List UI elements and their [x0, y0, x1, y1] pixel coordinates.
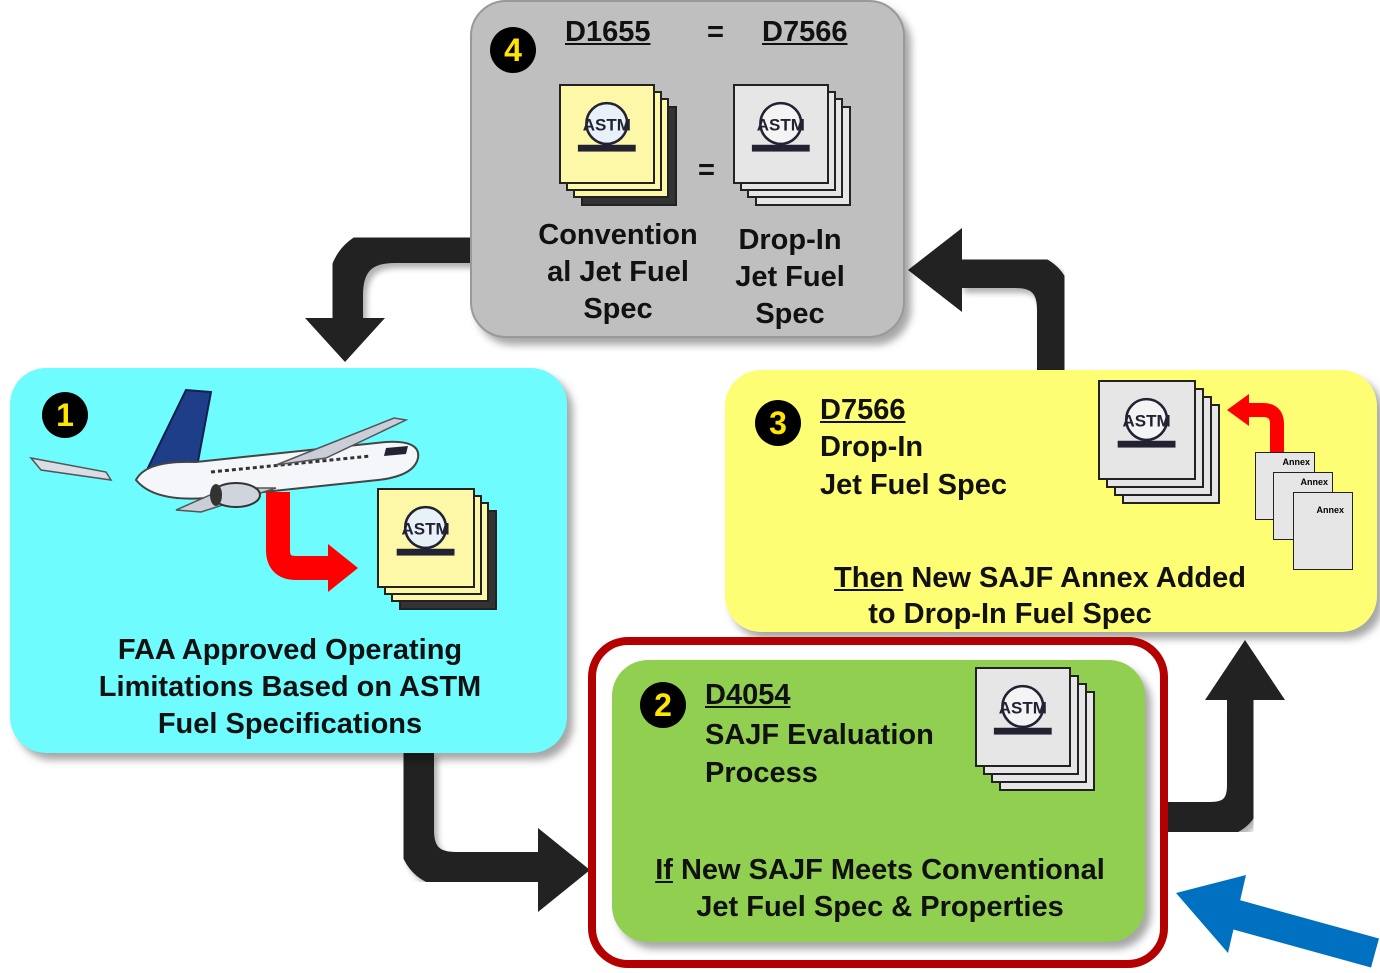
- drop-in-spec-document-icon: ASTM: [733, 84, 858, 209]
- step-3-line2: Jet Fuel Spec: [820, 469, 1007, 501]
- step-2-line2: Process: [705, 757, 818, 789]
- step-4-doc-equals: =: [698, 154, 715, 186]
- arrowhead-4-to-1: [305, 318, 385, 362]
- annex-label: Annex: [1316, 505, 1344, 515]
- step-3-line4: to Drop-In Fuel Spec: [868, 598, 1152, 630]
- step-2-if-line: If New SAJF Meets Conventional: [620, 852, 1140, 889]
- annex-label: Annex: [1300, 477, 1328, 487]
- step-1-label-line: Limitations Based on ASTM: [98, 671, 482, 703]
- astm-spec-document-icon: ASTM: [377, 488, 507, 616]
- step-4-left-label-line: Convention: [538, 219, 698, 251]
- step-4-right-label-line: Jet Fuel: [735, 261, 845, 293]
- astm-logo-icon: ASTM: [578, 101, 636, 152]
- blue-pointer-arrow-icon: [1176, 875, 1379, 968]
- step-1-label: FAA Approved Operating Limitations Based…: [40, 632, 540, 743]
- astm-logo-text: ASTM: [757, 115, 805, 134]
- red-arrow-icon: [266, 492, 358, 592]
- step-1-label-line: Fuel Specifications: [157, 708, 423, 740]
- step-4-badge: 4: [490, 27, 536, 73]
- step-4-right-label: Drop-In Jet Fuel Spec: [700, 222, 880, 333]
- step-3-then-line: Then New SAJF Annex Added: [760, 560, 1320, 597]
- step-4-right-code: D7566: [762, 16, 848, 48]
- step-1-label-line: FAA Approved Operating: [117, 634, 463, 666]
- astm-logo-text: ASTM: [999, 698, 1047, 717]
- arrow-3-to-4: [960, 252, 1073, 372]
- step-1-badge: 1: [42, 392, 88, 438]
- step-3-then-rest: New SAJF Annex Added: [903, 562, 1246, 594]
- step-4-right-label-line: Drop-In: [738, 224, 842, 256]
- step-2-line1: SAJF Evaluation: [705, 719, 934, 751]
- step-4-left-label-line: Spec: [583, 293, 653, 325]
- step-2-if-rest: New SAJF Meets Conventional: [672, 854, 1105, 886]
- astm-logo-icon: ASTM: [994, 684, 1052, 735]
- astm-logo-text: ASTM: [402, 519, 450, 538]
- astm-logo-text: ASTM: [1123, 411, 1171, 430]
- arrow-1-to-2: [398, 752, 540, 888]
- annex-label: Annex: [1282, 457, 1310, 467]
- red-curved-arrow-icon: [1227, 394, 1284, 456]
- step-3-then-word: Then: [834, 562, 904, 594]
- step-3-line1: Drop-In: [820, 431, 924, 463]
- step-4-right-label-line: Spec: [755, 298, 825, 330]
- step-2-line4: Jet Fuel Spec & Properties: [696, 891, 1064, 923]
- arrow-2-to-3: [1160, 700, 1263, 838]
- conventional-spec-document-icon: ASTM: [559, 84, 684, 209]
- astm-logo-icon: ASTM: [752, 101, 810, 152]
- astm-spec-document-icon: ASTM: [975, 667, 1100, 797]
- step-2-code: D4054: [705, 679, 791, 711]
- arrowhead-1-to-2: [538, 828, 590, 912]
- step-2-if-word: If: [655, 854, 673, 886]
- highlight-border: [588, 637, 1168, 968]
- arrowhead-2-to-3: [1205, 640, 1285, 700]
- arrowhead-3-to-4: [908, 228, 962, 312]
- astm-logo-icon: ASTM: [1118, 397, 1176, 448]
- step-3-code: D7566: [820, 394, 906, 426]
- step-3-badge: 3: [755, 400, 801, 446]
- step-2-badge: 2: [640, 682, 686, 728]
- step-4-left-label: Convention al Jet Fuel Spec: [518, 217, 718, 328]
- arrow-4-to-1: [327, 227, 470, 318]
- astm-logo-text: ASTM: [583, 115, 631, 134]
- astm-logo-icon: ASTM: [397, 505, 455, 556]
- step-4-left-label-line: al Jet Fuel: [547, 256, 689, 288]
- step-4-equals: =: [707, 16, 724, 48]
- annex-document-icon: Annex Annex Annex: [1255, 452, 1373, 582]
- airplane-icon: [29, 388, 420, 513]
- step-4-left-code: D1655: [565, 16, 651, 48]
- drop-in-spec-document-icon: ASTM: [1098, 380, 1228, 510]
